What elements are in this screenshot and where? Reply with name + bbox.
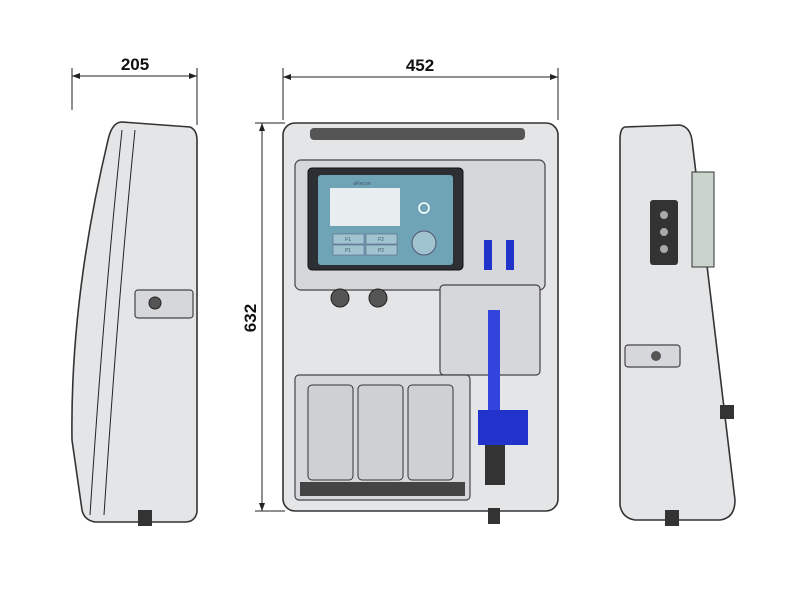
svg-text:P2: P2 [378,248,384,254]
navigation-pad[interactable] [411,230,437,256]
side-view-right [619,124,736,526]
dimension-width: 452 [282,56,559,120]
side-view-left [71,121,198,526]
pump-2 [368,288,388,308]
width-label: 452 [406,56,434,75]
controller: aRecon F1 F2 P1 P2 [307,167,464,271]
flow-cell [488,310,500,410]
dimension-height: 632 [241,122,285,512]
svg-text:F1: F1 [345,237,351,243]
svg-text:F2: F2 [378,237,384,243]
button-f1[interactable] [332,233,365,245]
dimension-depth: 205 [71,55,198,125]
height-label: 632 [241,304,260,332]
controller-display [330,188,400,226]
svg-text:P1: P1 [345,248,351,254]
logo-icon [418,202,430,214]
front-view: aRecon F1 F2 P1 P2 [282,122,559,524]
button-f2[interactable] [365,233,398,245]
button-p2[interactable] [365,244,398,256]
tank-2 [357,384,404,481]
tank-1 [307,384,354,481]
button-p1[interactable] [332,244,365,256]
tank-3 [407,384,454,481]
controller-brand: aRecon [353,181,370,187]
depth-label: 205 [121,55,149,74]
pump-1 [330,288,350,308]
